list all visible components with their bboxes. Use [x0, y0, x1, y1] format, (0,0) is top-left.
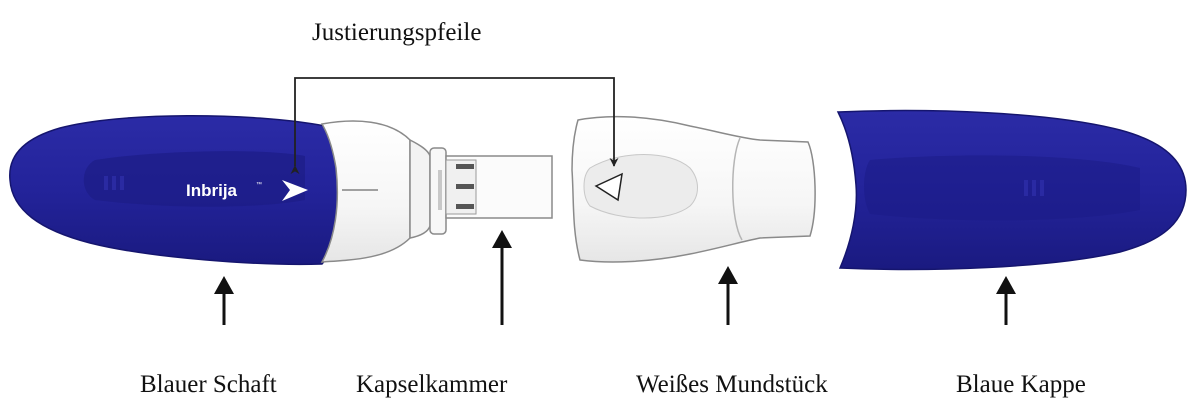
label-white-mouthpiece: Weißes Mundstück: [636, 371, 828, 398]
white-mouthpiece-part: [571, 115, 816, 263]
blue-shaft-part: Inbrija ™: [9, 114, 342, 266]
capsule-chamber-part: [445, 155, 553, 219]
brand-logo-text: Inbrija: [186, 181, 238, 200]
shaft-white-body: [320, 120, 447, 263]
label-blue-shaft: Blauer Schaft: [140, 371, 277, 398]
label-blue-cap: Blaue Kappe: [956, 371, 1086, 398]
pointer-arrows: [214, 230, 1016, 325]
alignment-arrow-mouthpiece-icon: [594, 172, 623, 202]
callout-alignment-arrows: Justierungspfeile: [312, 19, 482, 46]
cap-grip-dots: [1024, 180, 1044, 196]
label-capsule-chamber: Kapselkammer: [356, 371, 508, 398]
alignment-arrow-shaft-icon: [282, 180, 308, 201]
alignment-callout-bracket: [290, 77, 619, 175]
brand-trademark: ™: [256, 181, 262, 188]
shaft-grip-dots: [104, 176, 124, 190]
blue-cap-part: [836, 109, 1187, 271]
